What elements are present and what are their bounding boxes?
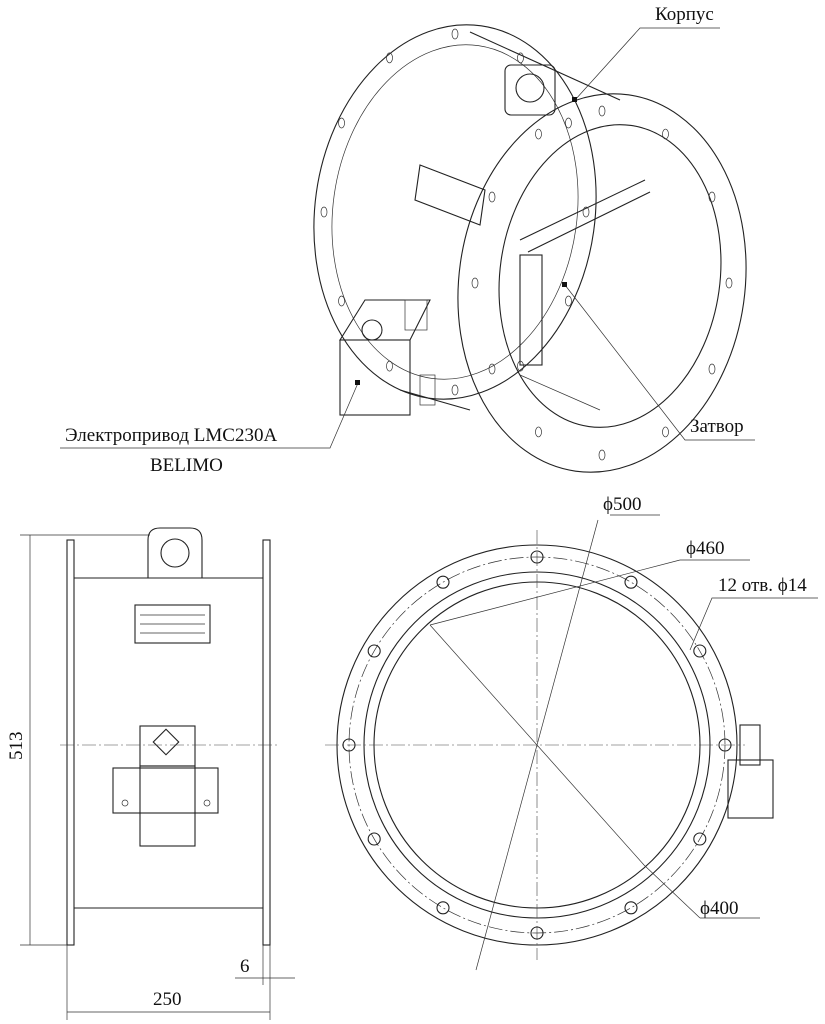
flange-hole	[488, 363, 496, 375]
damper-blade	[519, 254, 543, 366]
bolt-hole	[436, 901, 450, 915]
flange-hole	[708, 363, 716, 375]
front-opening	[498, 124, 722, 428]
dim-inner-diameter: ϕ400	[700, 898, 739, 919]
front-view	[325, 514, 818, 971]
flange-hole	[535, 128, 542, 140]
bolt-hole	[436, 575, 450, 589]
dim-bolt-circle: ϕ460	[686, 538, 725, 559]
actuator-head	[139, 725, 196, 767]
flange-hole	[662, 426, 669, 438]
label-damper: Затвор	[690, 416, 744, 437]
bolt-hole	[624, 575, 638, 589]
flange-hole	[517, 52, 524, 64]
actuator-bracket	[112, 767, 219, 814]
flange-hole	[565, 295, 572, 307]
dim-outer-diameter: ϕ500	[603, 494, 642, 515]
nameplate	[414, 164, 486, 226]
flange-hole	[535, 426, 542, 438]
actuator-body	[139, 765, 196, 847]
flange-hole	[565, 117, 572, 129]
flange-hole	[598, 449, 606, 461]
flange-hole	[320, 206, 328, 218]
bolt-hole	[693, 832, 707, 846]
flange-hole	[451, 28, 459, 40]
actuator	[339, 339, 411, 416]
flange-hole	[662, 128, 669, 140]
label-actuator: Электропривод LMC230A	[65, 425, 277, 446]
flange-left	[66, 539, 75, 946]
bolt-hole	[530, 926, 544, 940]
bolt-hole	[367, 644, 381, 658]
isometric-view	[60, 24, 755, 473]
label-actuator-brand: BELIMO	[150, 455, 223, 476]
flange-hole	[386, 52, 393, 64]
flange-hole	[517, 360, 524, 372]
lifting-lug	[147, 527, 203, 578]
bolt-hole	[367, 832, 381, 846]
dim-flange-thickness: 6	[240, 956, 250, 977]
lifting-lug	[504, 64, 556, 116]
flange-hole	[708, 191, 716, 203]
bolt-hole	[530, 550, 544, 564]
flange-hole	[725, 277, 733, 289]
flange-hole	[338, 295, 345, 307]
side-view	[20, 527, 295, 1020]
damper-shaft	[519, 179, 646, 241]
bolt-hole	[718, 738, 732, 752]
flange-hole	[386, 360, 393, 372]
bolt-hole	[624, 901, 638, 915]
flange-hole	[338, 117, 345, 129]
label-body: Корпус	[655, 4, 714, 25]
flange-hole	[582, 206, 590, 218]
flange-hole	[488, 191, 496, 203]
bolt-hole	[693, 644, 707, 658]
nameplate	[134, 604, 211, 644]
flange-right	[262, 539, 271, 946]
flange-hole	[471, 277, 479, 289]
dim-length: 250	[153, 989, 182, 1010]
front-flange	[457, 93, 747, 473]
dim-holes: 12 отв. ϕ14	[718, 575, 807, 596]
flange-hole	[451, 384, 459, 396]
dim-height: 513	[6, 732, 27, 761]
actuator	[727, 759, 774, 819]
flange-hole	[598, 105, 606, 117]
bolt-hole	[342, 738, 356, 752]
